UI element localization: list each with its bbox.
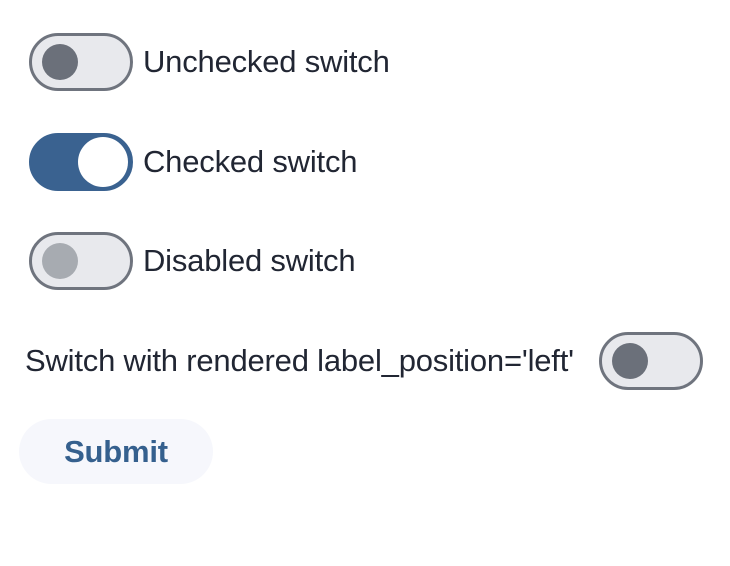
switch-knob (42, 44, 78, 80)
submit-button[interactable]: Submit (19, 419, 213, 484)
switch-disabled-label: Disabled switch (143, 243, 356, 278)
switch-left-label[interactable] (599, 332, 703, 390)
switch-left-label-text: Switch with rendered label_position='lef… (25, 343, 574, 378)
switch-unchecked[interactable] (29, 33, 133, 91)
switch-unchecked-label: Unchecked switch (143, 44, 390, 79)
switch-disabled (29, 232, 133, 290)
switch-checked[interactable] (29, 133, 133, 191)
switch-knob (78, 137, 128, 187)
switch-knob (612, 343, 648, 379)
switch-checked-label: Checked switch (143, 144, 358, 179)
switch-knob (42, 243, 78, 279)
